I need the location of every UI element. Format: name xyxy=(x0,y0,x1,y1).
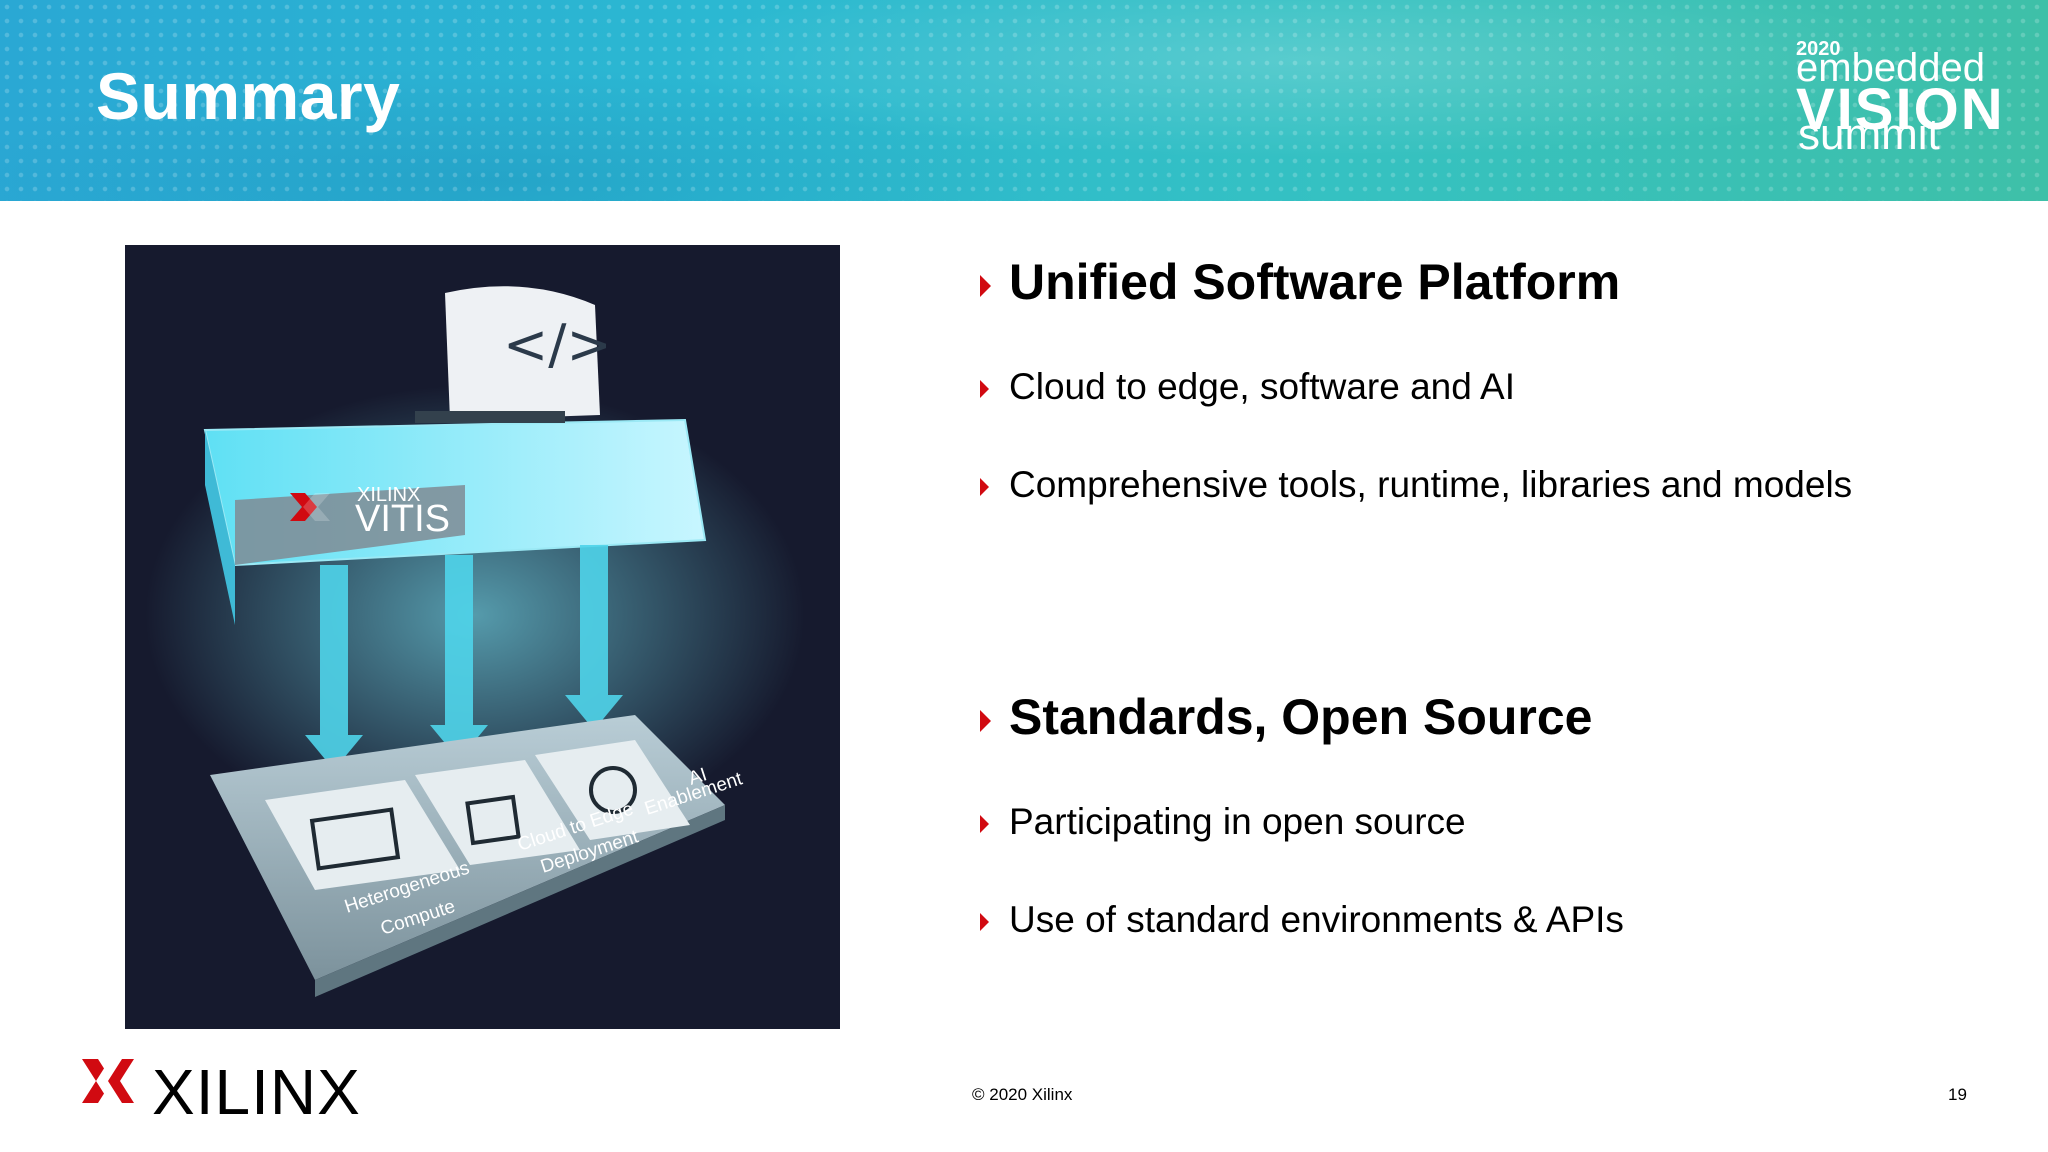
xilinx-logo-mark xyxy=(82,1059,134,1103)
header-dot-pattern xyxy=(0,0,2048,201)
red-triangle-icon xyxy=(980,478,989,497)
red-triangle-icon xyxy=(980,709,991,732)
red-triangle-icon xyxy=(980,274,991,297)
bullet-item-2-1-text: Participating in open source xyxy=(1009,801,1466,842)
copyright-text: © 2020 Xilinx xyxy=(972,1085,1073,1104)
slide-title: Summary xyxy=(96,59,401,133)
figure-product: VITIS xyxy=(355,498,450,540)
tile3-label-1: AI xyxy=(686,764,710,790)
xilinx-logo-word: XILINX xyxy=(152,1056,361,1128)
event-logo: 2020 embedded VISION summit xyxy=(1796,38,2003,164)
bullet-heading-1: Unified Software Platform xyxy=(980,253,1620,311)
event-logo-line1: embedded xyxy=(1796,46,1986,90)
page-number: 19 xyxy=(1948,1085,1967,1104)
red-triangle-icon xyxy=(980,815,989,834)
event-logo-line3: summit xyxy=(1798,110,1940,159)
bullet-item-2-1: Participating in open source xyxy=(980,801,1466,843)
tile-heterogeneous xyxy=(265,780,460,890)
red-triangle-icon xyxy=(980,913,989,932)
bullet-item-1-2-text: Comprehensive tools, runtime, libraries … xyxy=(1009,464,1853,505)
event-logo-year: 2020 xyxy=(1796,38,1841,60)
red-triangle-icon xyxy=(980,380,989,399)
tile-cloud-edge xyxy=(415,760,580,865)
tile-ai xyxy=(535,740,690,840)
code-glyph: </> xyxy=(503,313,612,376)
bullet-heading-2: Standards, Open Source xyxy=(980,688,1592,746)
figure-brand: XILINX xyxy=(357,484,420,506)
bullet-heading-1-text: Unified Software Platform xyxy=(1009,254,1621,310)
header-banner: Summary 2020 embedded VISION summit xyxy=(0,0,2048,201)
header-wave xyxy=(0,0,2048,201)
vitis-illustration-svg: </> XILINX VITIS xyxy=(145,286,805,997)
bullet-item-1-2: Comprehensive tools, runtime, libraries … xyxy=(980,464,1852,506)
bullet-item-1-1-text: Cloud to edge, software and AI xyxy=(1009,366,1516,407)
bullet-item-2-2-text: Use of standard environments & APIs xyxy=(1009,899,1624,940)
event-logo-line2: VISION xyxy=(1796,77,2005,142)
vitis-illustration: </> XILINX VITIS xyxy=(125,245,840,1029)
xilinx-mark-figure xyxy=(290,493,330,521)
bullet-heading-2-text: Standards, Open Source xyxy=(1009,689,1593,745)
bullet-item-1-1: Cloud to edge, software and AI xyxy=(980,366,1515,408)
arrows xyxy=(305,545,623,770)
bullet-item-2-2: Use of standard environments & APIs xyxy=(980,899,1624,941)
code-sheet xyxy=(445,286,600,420)
